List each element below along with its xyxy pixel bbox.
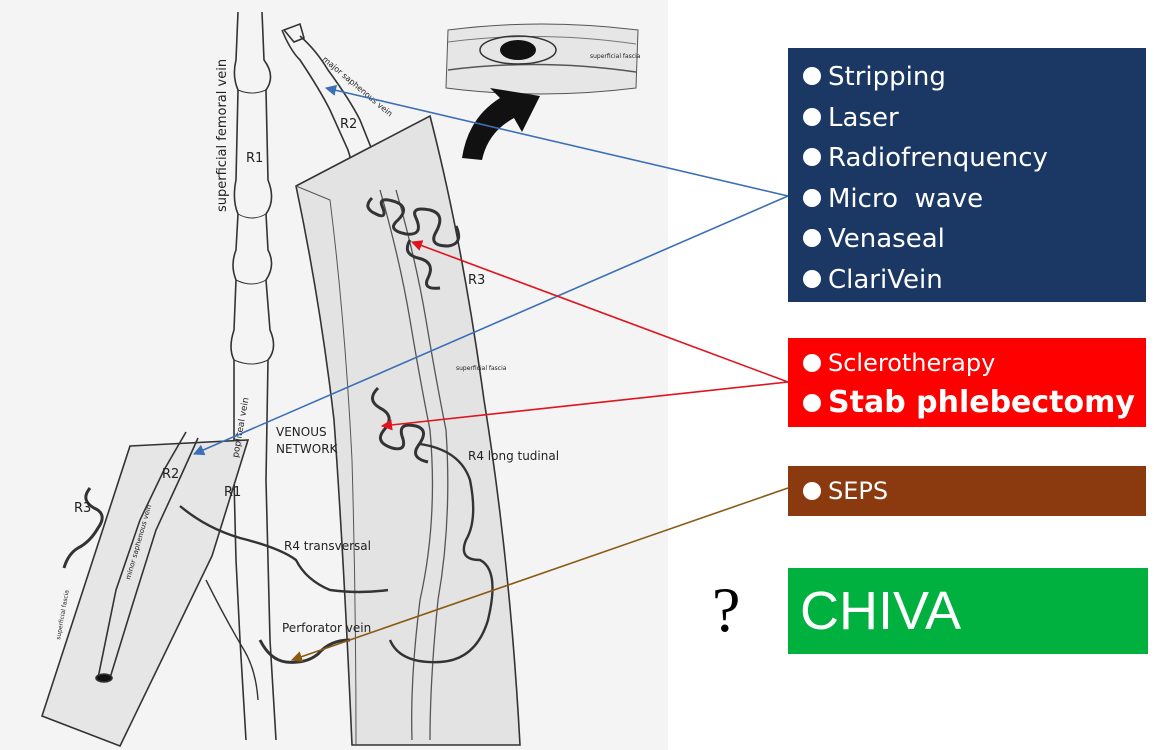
label-r1-top: R1 [246, 151, 263, 166]
label-perforator-vein: Perforator vein [282, 621, 371, 635]
label-network: NETWORK [276, 442, 339, 456]
label-r4-transversal: R4 transversal [284, 539, 371, 553]
label-r4-longitudinal: R4 long tudinal [468, 449, 559, 463]
label-major-saphenous-vein: major saphenous vein [321, 55, 395, 119]
endovenous-list: Stripping Laser Radiofrenquency Micro wa… [800, 57, 1134, 300]
surgical-list: Sclerotherapy Stab phlebectomy [800, 344, 1135, 423]
label-r2-top: R2 [340, 117, 357, 132]
treatment-radiofrequency: Radiofrenquency [800, 138, 1134, 179]
label-superficial-femoral-vein: superficial femoral vein [215, 59, 230, 212]
curved-arrow-icon [462, 88, 540, 160]
lower-leg [41, 439, 250, 748]
label-venous: VENOUS [276, 425, 327, 439]
surgical-treatments-box: Sclerotherapy Stab phlebectomy [788, 338, 1146, 427]
venous-anatomy-diagram: superficial femoral vein major saphenous… [41, 11, 641, 748]
treatment-seps: SEPS [800, 473, 1134, 509]
treatment-stab-phlebectomy: Stab phlebectomy [800, 382, 1135, 423]
treatment-stripping: Stripping [800, 57, 1134, 98]
chiva-box: CHIVA [788, 568, 1148, 654]
label-superficial-fascia-mid: superficial fascia [456, 365, 507, 372]
treatment-microwave: Micro wave [800, 179, 1134, 220]
label-r1-bottom: R1 [224, 485, 241, 500]
label-r3-right: R3 [468, 273, 485, 288]
treatment-clarivein: ClariVein [800, 260, 1134, 301]
endovenous-treatments-box: Stripping Laser Radiofrenquency Micro wa… [788, 48, 1146, 302]
leg-fascia [295, 114, 521, 746]
label-r2-bottom: R2 [162, 467, 179, 482]
treatment-venaseal: Venaseal [800, 219, 1134, 260]
minor-saphenous-vein [95, 431, 199, 683]
seps-list: SEPS [800, 473, 1134, 509]
question-mark: ? [712, 574, 741, 645]
label-r3-left: R3 [74, 501, 91, 516]
seps-box: SEPS [788, 466, 1146, 516]
label-superficial-fascia-top: superficial fascia [590, 53, 641, 60]
treatment-laser: Laser [800, 98, 1134, 139]
treatment-sclerotherapy: Sclerotherapy [800, 344, 1134, 382]
femoral-vein [230, 11, 277, 741]
